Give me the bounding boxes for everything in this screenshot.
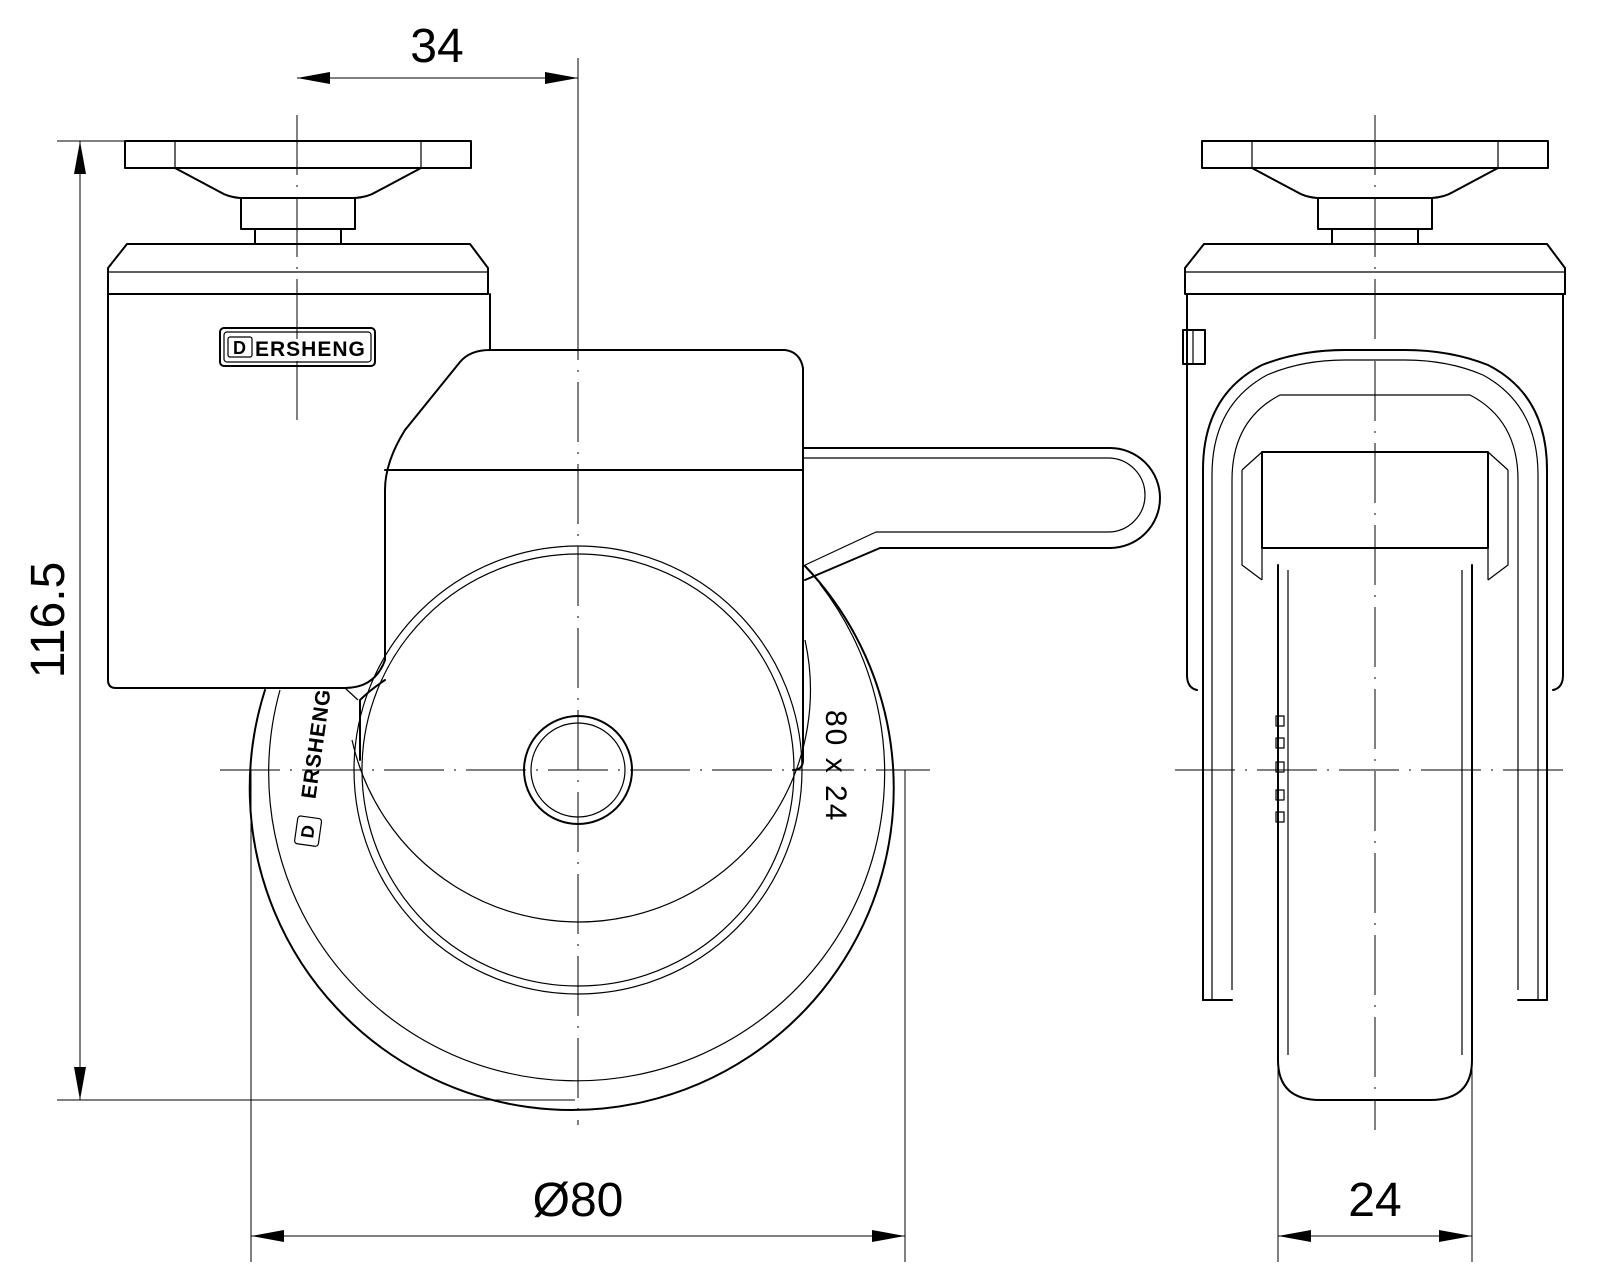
dimension-offset-label: 34 [410,20,463,73]
dimension-diameter: Ø80 [250,770,906,1262]
front-view [1175,115,1570,1130]
front-swivel-housing [1182,243,1566,691]
dimension-height: 116.5 [22,140,575,1101]
dimension-offset: 34 [297,20,579,300]
tyre-brand-marking: ERSHENG [298,687,336,800]
tyre-logo-marking: D [294,815,323,847]
dimension-height-label: 116.5 [22,562,75,679]
front-wheel [1275,564,1473,1101]
svg-text:D: D [297,824,319,840]
tyre-size-marking: 80 x 24 [819,710,852,822]
brand-label-housing: ERSHENG [255,338,366,361]
side-wheel [248,545,895,1111]
side-view: D ERSHENG ERSHENG D 80 x 24 [107,115,1161,1125]
brand-logo-letter: D [233,338,246,358]
dimension-diameter-label: Ø80 [533,1174,624,1227]
side-fork [344,349,804,771]
side-swivel-housing: D ERSHENG [107,243,491,689]
side-brake-lever [802,447,1161,581]
dimension-width: 24 [1277,1060,1473,1262]
dimension-width-label: 24 [1348,1174,1401,1227]
side-top-plate [124,140,472,245]
svg-text:ERSHENG: ERSHENG [298,687,336,800]
svg-text:80 x 24: 80 x 24 [819,710,852,822]
